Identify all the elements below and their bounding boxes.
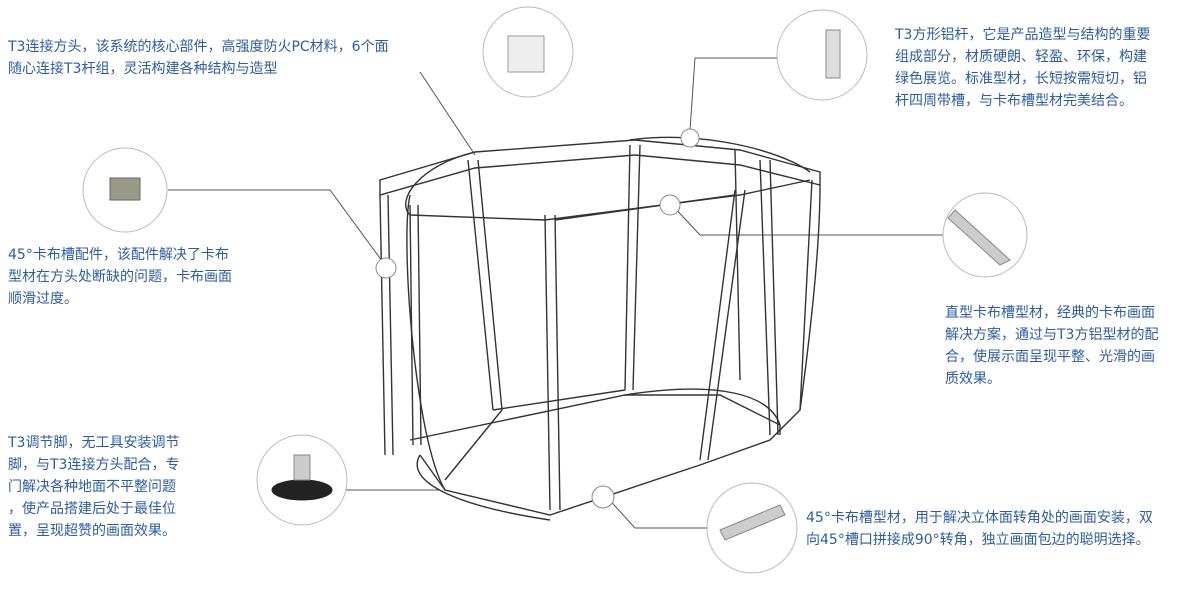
aluminum-bar-thumb (776, 9, 868, 101)
straight-profile-thumb (942, 192, 1028, 278)
clip-description: 45°卡布槽配件，该配件解决了卡布 型材在方头处断缺的问题，卡布画面 顺滑过度。 (8, 244, 232, 310)
text-line: T3连接方头，该系统的核心部件，高强度防火PC材料，6个面 (8, 39, 389, 55)
leader-aluminum-bar (689, 57, 780, 131)
straight-profile-description: 直型卡布槽型材，经典的卡布画面 解决方案，通过与T3方铝型材的配 合，使展示面呈… (945, 302, 1158, 390)
text-line: 绿色展览。标准型材，长短按需短切，铝 (895, 71, 1147, 87)
text-line: 解决方案，通过与T3方铝型材的配 (945, 327, 1159, 343)
text-line: 质效果。 (945, 371, 1001, 387)
text-line: 置，呈现超赞的画面效果。 (8, 523, 176, 539)
text-line: 45°卡布槽型材，用于解决立体面转角处的画面安装，双 (806, 510, 1153, 526)
display-frame (379, 136, 821, 521)
leader-connector (419, 71, 476, 156)
text-line: 门解决各种地面不平整问题 (8, 479, 176, 495)
text-line: 向45°槽口拼接成90°转角，独立画面包边的聪明选择。 (806, 532, 1150, 548)
aluminum-bar-description: T3方形铝杆，它是产品造型与结构的重要 组成部分，材质硬朗、轻盈、环保，构建 绿… (895, 24, 1150, 112)
text-line: 合，使展示面呈现平整、光滑的画 (945, 349, 1155, 365)
text-line: 型材在方头处断缺的问题，卡布画面 (8, 269, 232, 285)
connector-description: T3连接方头，该系统的核心部件，高强度防火PC材料，6个面 随心连接T3杆组，灵… (8, 36, 389, 80)
text-line: 组成部分，材质硬朗、轻盈、环保，构建 (895, 49, 1147, 65)
leader-profile45 (604, 494, 707, 529)
leader-straight-profile (671, 204, 945, 236)
text-line: ，使产品搭建后处于最佳位 (8, 501, 176, 517)
text-line: 杆四周带槽，与卡布槽型材完美结合。 (895, 93, 1133, 109)
leader-lines (168, 57, 945, 529)
text-line: T3方形铝杆，它是产品造型与结构的重要 (895, 27, 1151, 43)
callout-circles (82, 6, 1028, 574)
text-line: T3调节脚，无工具安装调节 (8, 435, 180, 451)
text-line: 45°卡布槽配件，该配件解决了卡布 (8, 247, 229, 263)
text-line: 顺滑过度。 (8, 291, 78, 307)
text-line: 随心连接T3杆组，灵活构建各种结构与造型 (8, 61, 278, 77)
angle-profile-description: 45°卡布槽型材，用于解决立体面转角处的画面安装，双 向45°槽口拼接成90°转… (806, 507, 1153, 551)
leader-clip (168, 189, 386, 266)
foot-description: T3调节脚，无工具安装调节 脚，与T3连接方头配合，专 门解决各种地面不平整问题… (8, 432, 179, 542)
text-line: 直型卡布槽型材，经典的卡布画面 (945, 305, 1155, 321)
text-line: 脚，与T3连接方头配合，专 (8, 457, 180, 473)
